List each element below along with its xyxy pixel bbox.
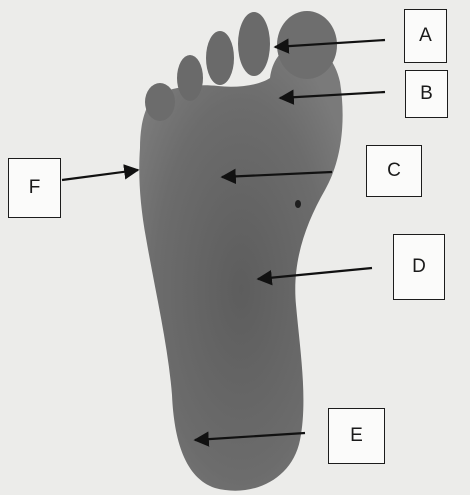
label-box-c: C <box>366 145 422 197</box>
label-box-f: F <box>8 158 61 218</box>
second-toe <box>238 12 270 76</box>
little-toe <box>145 83 175 121</box>
label-box-d: D <box>393 234 445 300</box>
fourth-toe <box>177 55 203 101</box>
third-toe <box>206 31 234 85</box>
label-box-b: B <box>405 70 448 118</box>
sole-spot <box>295 200 301 208</box>
arrow-f <box>62 170 138 180</box>
label-box-e: E <box>328 408 385 464</box>
label-box-a: A <box>404 9 447 63</box>
